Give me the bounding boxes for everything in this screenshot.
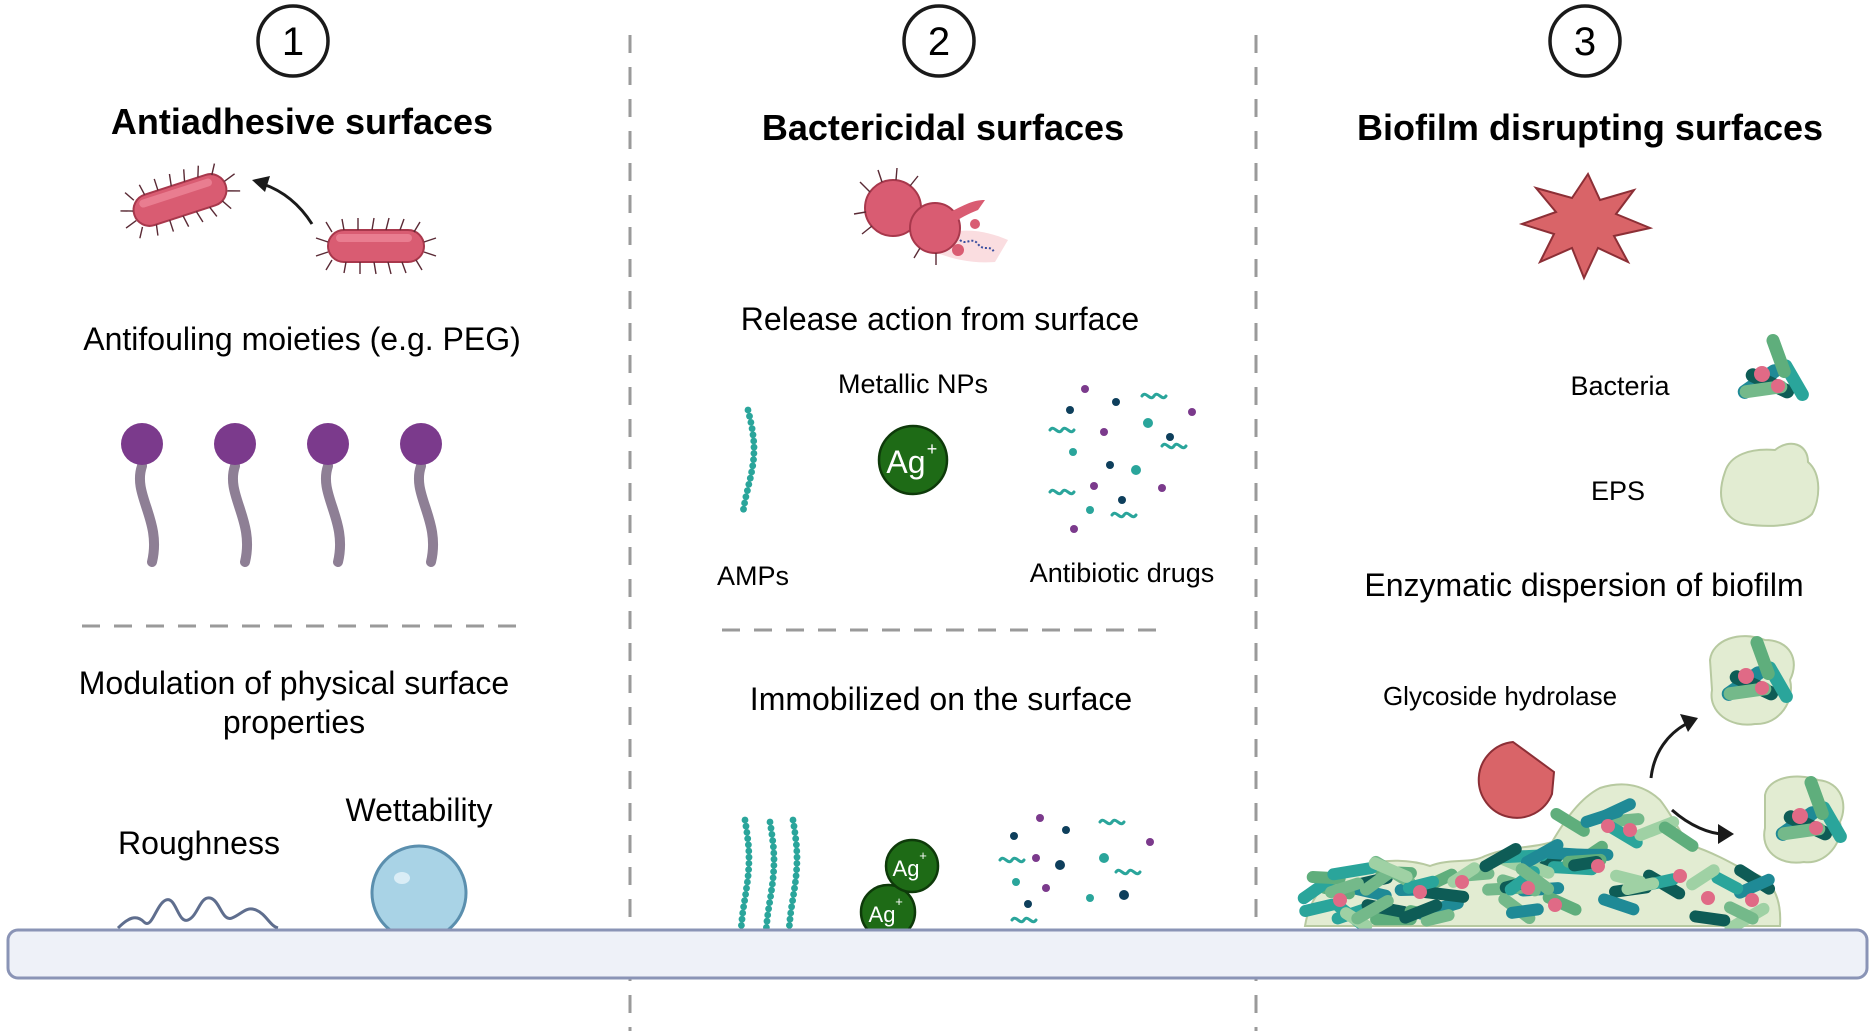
biofilm-icon (1297, 783, 1782, 935)
roughness-icon (116, 896, 279, 930)
release-label: Release action from surface (741, 301, 1139, 337)
silver-ion-symbol: Ag (869, 902, 896, 927)
amp-chain-icon (740, 406, 758, 513)
bacteria-cluster-icon (1763, 774, 1850, 864)
silver-ion-symbol: Ag (893, 856, 920, 881)
arrow-icon (1649, 714, 1698, 779)
roughness-label: Roughness (118, 825, 280, 861)
panel-biofilm-disrupting: 3 Biofilm disrupting surfaces Bacteria E… (1297, 4, 1850, 935)
panel-title: Biofilm disrupting surfaces (1357, 107, 1823, 148)
antibiotic-drugs-label: Antibiotic drugs (1030, 558, 1215, 588)
burst-icon (1518, 171, 1654, 281)
eps-label: EPS (1591, 476, 1645, 506)
bacteria-label: Bacteria (1570, 371, 1670, 401)
immobilized-label: Immobilized on the surface (750, 681, 1132, 717)
panel-number: 1 (282, 20, 304, 64)
wettability-label: Wettability (345, 792, 492, 828)
bacterium-icon (113, 153, 247, 247)
antibiotic-drugs-icon (1048, 385, 1196, 533)
silver-ion-icon: Ag + (877, 424, 949, 496)
silver-ion-charge: + (927, 439, 938, 459)
antibiotic-drugs-icon (998, 814, 1154, 924)
antifouling-label: Antifouling moieties (e.g. PEG) (83, 321, 521, 357)
panel-number-circle (256, 4, 330, 78)
metallic-nps-label: Metallic NPs (838, 369, 988, 399)
peg-molecule-icon (400, 423, 442, 567)
panel-number: 3 (1574, 20, 1596, 64)
panel-title: Bactericidal surfaces (762, 107, 1124, 148)
lysed-bacterium-icon (853, 167, 1008, 265)
surface-icon (6, 928, 1869, 980)
enzyme-pacman-icon (1477, 740, 1556, 819)
panel-number-circle (902, 4, 976, 78)
panel-number-circle (1548, 4, 1622, 78)
silver-ion-charge: + (895, 894, 903, 909)
silver-ion-symbol: Ag (886, 444, 925, 480)
panel-number: 2 (928, 20, 950, 64)
arrow-icon (252, 176, 314, 225)
panel-title: Antiadhesive surfaces (111, 101, 493, 142)
peg-molecule-icon (121, 423, 163, 567)
peg-molecule-icon (307, 423, 349, 567)
amp-chain-icon (738, 816, 801, 931)
panel-antiadhesive: 1 Antiadhesive surfaces Antifouling moie… (79, 4, 522, 942)
arrow-icon (1671, 808, 1734, 844)
panel-bactericidal: 2 Bactericidal surfaces Release action f… (717, 4, 1215, 941)
modulation-label-line2: properties (223, 704, 365, 740)
glycoside-label: Glycoside hydrolase (1383, 681, 1617, 711)
silver-ion-icon: Ag + (884, 838, 940, 894)
eps-blob-icon (1720, 442, 1820, 527)
bacteria-cluster-icon (1734, 332, 1812, 404)
amps-label: AMPs (717, 561, 789, 591)
bacteria-cluster-icon (1708, 634, 1796, 726)
silver-ion-charge: + (919, 848, 927, 863)
modulation-label-line1: Modulation of physical surface (79, 665, 509, 701)
enzymatic-label: Enzymatic dispersion of biofilm (1364, 567, 1803, 603)
bacterium-icon (315, 217, 437, 275)
water-droplet-icon (370, 844, 468, 942)
peg-molecule-icon (214, 423, 256, 567)
